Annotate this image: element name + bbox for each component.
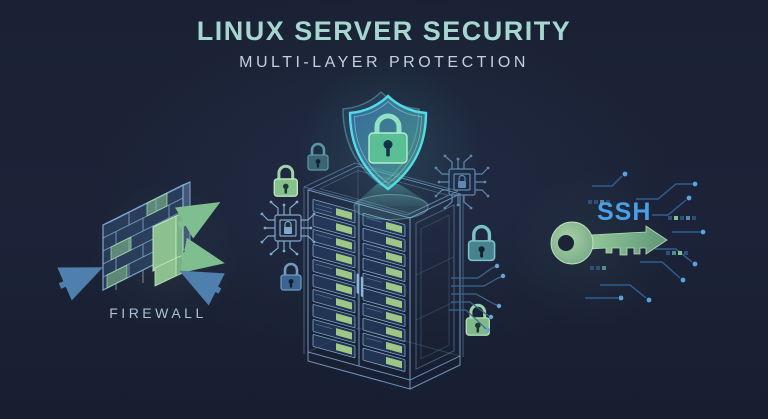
circuit-trace-icon — [585, 175, 700, 299]
server-led-panels — [336, 208, 402, 369]
rack-base — [307, 352, 461, 390]
circuit-chip-lock-icon — [434, 154, 490, 210]
padlock-icon — [464, 303, 491, 337]
shield-lock-icon — [342, 90, 428, 191]
firewall-label: FIREWALL — [109, 305, 207, 321]
padlock-icon — [466, 224, 497, 263]
ssh-label: SSH — [597, 198, 652, 226]
green-bricks — [106, 192, 168, 289]
protection-beam — [352, 184, 434, 220]
header: LINUX SERVER SECURITY MULTI-LAYER PROTEC… — [0, 16, 768, 72]
padlock-icon — [272, 164, 299, 198]
outbound-arrow-icon — [175, 201, 225, 274]
circuit-chip-lock-icon — [260, 200, 316, 256]
server-rack-icon — [303, 162, 464, 390]
circuit-trace-icon — [449, 266, 502, 330]
padlock-icon — [306, 142, 330, 172]
server-units — [312, 199, 406, 372]
inbound-arrow-icon — [57, 267, 103, 301]
circuit-dots — [618, 171, 706, 303]
ssh-key-icon — [550, 171, 706, 303]
firewall-wall-icon — [57, 181, 225, 306]
blocked-arrow-icon — [179, 270, 225, 306]
page-subtitle: MULTI-LAYER PROTECTION — [239, 54, 529, 71]
key-shaft — [589, 225, 668, 256]
page-title: LINUX SERVER SECURITY — [196, 16, 572, 46]
rack-handle — [356, 273, 364, 297]
shield-padlock-icon — [368, 113, 408, 164]
binary-bits-icon — [588, 200, 696, 270]
key-hole — [558, 235, 574, 251]
padlock-icon — [279, 262, 303, 292]
circuit-dots — [485, 263, 506, 333]
